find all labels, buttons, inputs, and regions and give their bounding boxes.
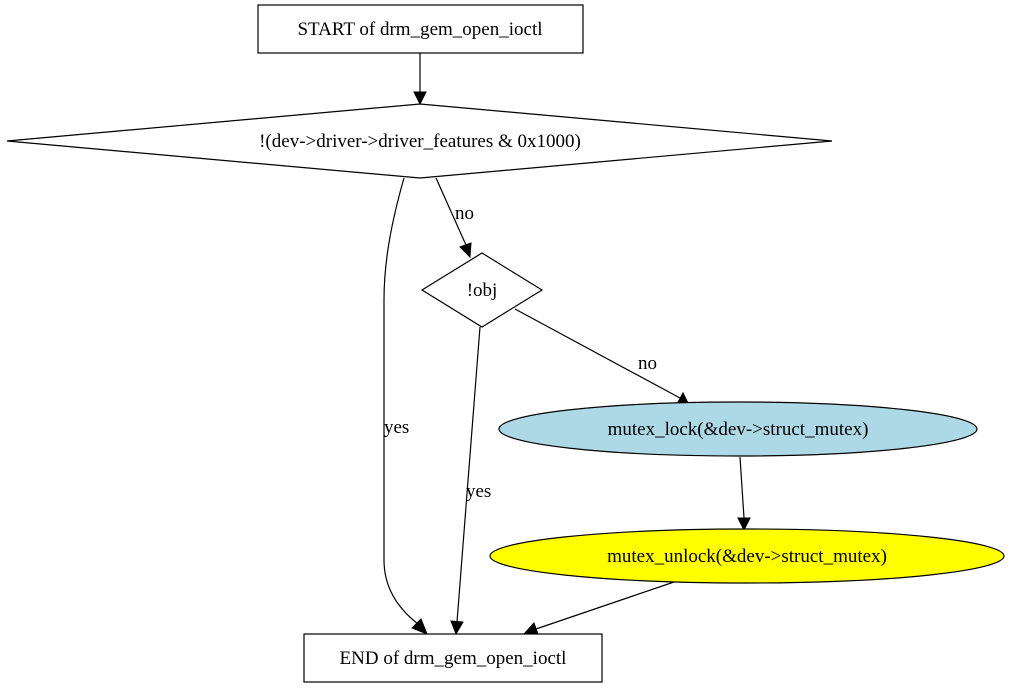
edge-features-no: no: [435, 177, 474, 259]
node-end-label: END of drm_gem_open_ioctl: [340, 648, 567, 669]
node-mutex-unlock-label: mutex_unlock(&dev->struct_mutex): [607, 546, 887, 567]
node-mutex-lock-label: mutex_lock(&dev->struct_mutex): [608, 419, 869, 440]
edge-obj-no: no: [514, 308, 691, 408]
node-decision-obj-label: !obj: [467, 280, 498, 301]
node-start: START of drm_gem_open_ioctl: [257, 4, 584, 54]
edge-obj-yes: yes: [450, 326, 491, 636]
edge-label-features-yes: yes: [384, 417, 409, 438]
node-decision-obj: !obj: [420, 252, 544, 328]
edge-label-obj-no: no: [638, 353, 657, 374]
edge-features-yes: yes: [383, 177, 428, 635]
edge-unlock-to-end: [522, 581, 675, 635]
node-mutex-lock: mutex_lock(&dev->struct_mutex): [498, 401, 978, 457]
node-end: END of drm_gem_open_ioctl: [303, 633, 603, 683]
edge-lock-to-unlock: [737, 456, 751, 532]
edge-label-obj-yes: yes: [466, 481, 491, 502]
node-decision-features: !(dev->driver->driver_features & 0x1000): [6, 103, 833, 179]
node-decision-features-label: !(dev->driver->driver_features & 0x1000): [259, 131, 581, 152]
node-start-label: START of drm_gem_open_ioctl: [297, 19, 542, 40]
node-mutex-unlock: mutex_unlock(&dev->struct_mutex): [489, 528, 1005, 584]
edge-label-features-no: no: [455, 203, 474, 224]
edge-start-to-features: [413, 53, 427, 106]
